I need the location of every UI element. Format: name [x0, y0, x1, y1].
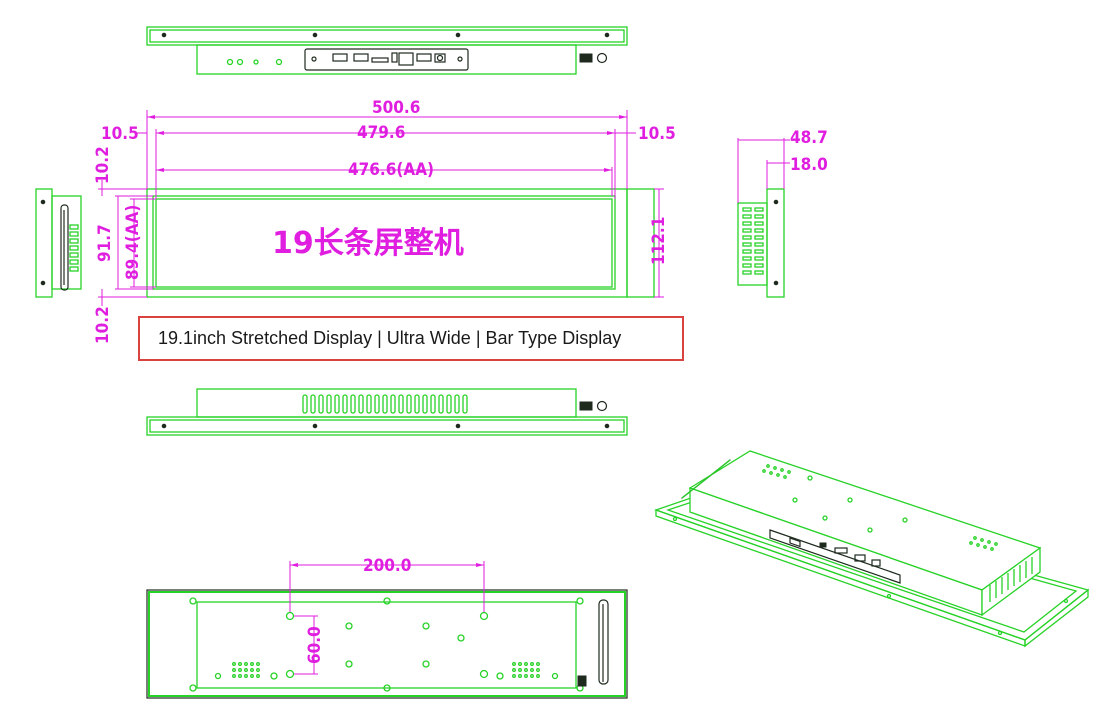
dim-vesa-vertical: 60.0 [305, 626, 325, 664]
right-side-view: 48.7 18.0 [737, 128, 828, 298]
dim-bezel-height: 91.7 [95, 224, 115, 262]
dim-left-margin: 10.5 [101, 124, 139, 144]
iso-antenna-icon [681, 459, 731, 499]
dim-top-margin: 10.2 [93, 146, 113, 184]
antenna-icon [577, 599, 609, 687]
front-dimensions: 500.6 479.6 10.5 10.5 476.6(AA) 91.7 89.… [93, 98, 676, 344]
left-ports [69, 224, 79, 272]
dim-active-height: 89.4(AA) [123, 205, 143, 280]
dim-bottom-margin: 10.2 [93, 306, 113, 344]
bottom-view [146, 388, 628, 436]
left-side-view [35, 188, 82, 298]
dim-vesa-horizontal: 200.0 [363, 556, 411, 576]
dim-overall-height: 112.1 [649, 217, 669, 265]
rear-view: 200.0 60.0 [146, 556, 628, 699]
caption-box: 19.1inch Stretched Display | Ultra Wide … [138, 316, 684, 361]
dim-panel-depth: 18.0 [790, 155, 828, 175]
rear-vent-left [232, 662, 260, 678]
dim-right-margin: 10.5 [638, 124, 676, 144]
bottom-vent-slots [302, 394, 468, 414]
dim-bezel-width: 479.6 [357, 123, 405, 143]
product-label: 19长条屏整机 [272, 226, 464, 261]
dim-active-width: 476.6(AA) [348, 160, 434, 180]
front-view: 19长条屏整机 [146, 188, 655, 298]
right-vents [742, 207, 764, 275]
isometric-view [654, 450, 1090, 648]
dim-overall-depth: 48.7 [790, 128, 828, 148]
iso-top-vents [762, 464, 998, 551]
dim-overall-width: 500.6 [372, 98, 420, 118]
caption-text: 19.1inch Stretched Display | Ultra Wide … [158, 328, 622, 348]
rear-vent-right [512, 662, 540, 678]
top-view [146, 26, 628, 75]
